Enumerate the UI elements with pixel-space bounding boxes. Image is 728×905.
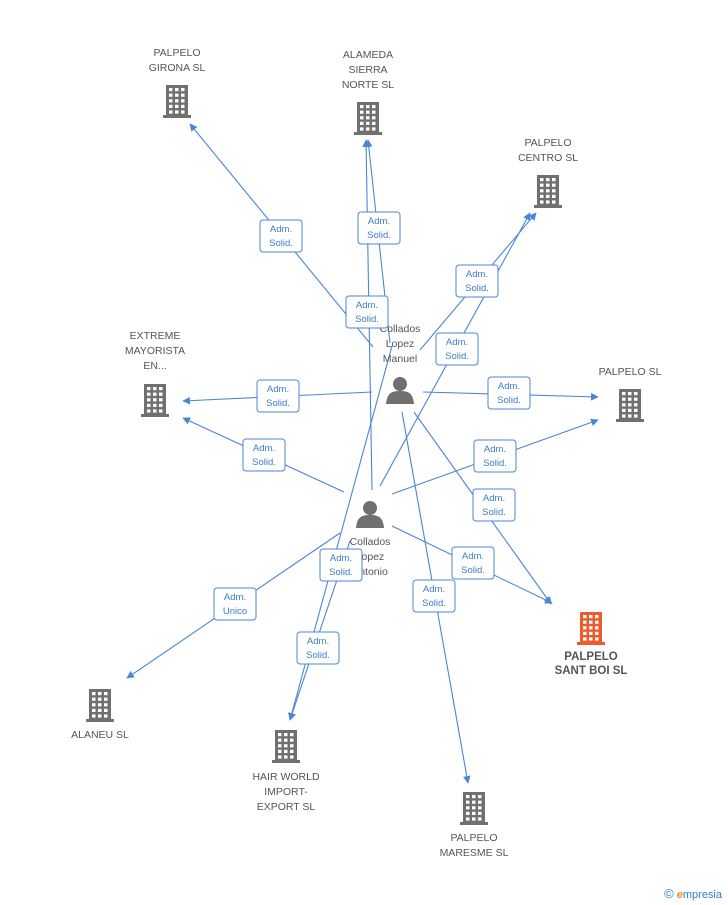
edge-label-text: Adm.	[253, 443, 275, 454]
edge-label-text: Solid.	[329, 567, 353, 578]
building-icon	[86, 689, 114, 722]
edge-label-text: Adm.	[224, 592, 246, 603]
edge-label-manuel-to-maresme[interactable]: Adm. Solid.	[412, 579, 456, 613]
edge-label-manuel-to-palpelo[interactable]: Adm. Solid.	[487, 376, 531, 410]
node-label-line: Manuel	[383, 353, 417, 365]
node-label-line: GIRONA SL	[149, 62, 206, 74]
node-label-line: PALPELO SL	[599, 366, 662, 378]
edge-label-antonio-to-alaneu[interactable]: Adm. Unico	[213, 587, 257, 621]
edge-label-antonio-to-centro[interactable]: Adm. Solid.	[435, 332, 479, 366]
node-label-line: HAIR WORLD	[252, 771, 320, 783]
edge-label-manuel-to-santboi[interactable]: Adm. Solid.	[472, 488, 516, 522]
building-icon	[534, 175, 562, 208]
building-icon	[616, 389, 644, 422]
edge-label-text: Solid.	[266, 398, 290, 409]
node-label-line: PALPELO	[564, 651, 618, 663]
edge-label-manuel-to-hairworld[interactable]: Adm. Solid.	[319, 548, 363, 582]
edge-label-text: Solid.	[355, 314, 379, 325]
edge-label-text: Adm.	[462, 551, 484, 562]
node-label-line: CENTRO SL	[518, 152, 578, 164]
node-palpelo[interactable]: PALPELO SL	[599, 366, 662, 422]
copyright-footer: © empresia	[664, 886, 722, 901]
node-label-line: Collados	[380, 323, 421, 335]
edge-label-text: Adm.	[270, 224, 292, 235]
edge-label-antonio-to-extreme[interactable]: Adm. Solid.	[242, 438, 286, 472]
node-label-line: PALPELO	[524, 137, 571, 149]
node-label-line: IMPORT-	[264, 786, 308, 798]
node-label-line: PALPELO	[450, 832, 497, 844]
edge-label-text: Adm.	[356, 300, 378, 311]
edge-label-text: Adm.	[423, 584, 445, 595]
edge-label-text: Adm.	[330, 553, 352, 564]
edge-label-manuel-to-girona[interactable]: Adm. Solid.	[259, 219, 303, 253]
edge-label-text: Adm.	[307, 636, 329, 647]
edge-label-text: Solid.	[482, 507, 506, 518]
node-centro[interactable]: PALPELO CENTRO SL	[518, 137, 578, 208]
edge-label-antonio-to-santboi[interactable]: Adm. Solid.	[451, 546, 495, 580]
building-icon	[354, 102, 382, 135]
node-maresme[interactable]: PALPELO MARESME SL	[440, 792, 509, 859]
node-label-line: NORTE SL	[342, 79, 394, 91]
edge-label-text: Adm.	[267, 384, 289, 395]
brand-logo-text: mpresia	[682, 889, 722, 901]
node-label-line: Lopez	[356, 551, 385, 563]
edge-label-text: Adm.	[484, 444, 506, 455]
edge-label-antonio-to-alameda[interactable]: Adm. Solid.	[345, 295, 389, 329]
edge-label-manuel-to-alameda[interactable]: Adm. Solid.	[357, 211, 401, 245]
node-label-line: ALANEU SL	[71, 729, 129, 741]
node-label-line: Collados	[350, 536, 391, 548]
nodes-layer: PALPELO GIRONA SL ALAMEDA SIERRA NORTE SL PAL…	[71, 47, 661, 859]
edge-label-text: Solid.	[465, 283, 489, 294]
node-label-line: PALPELO	[153, 47, 200, 59]
building-icon	[460, 792, 488, 825]
building-icon	[272, 730, 300, 763]
node-santboi[interactable]: PALPELO SANT BOI SL	[555, 612, 628, 677]
edge-label-text: Unico	[223, 606, 247, 617]
node-alaneu[interactable]: ALANEU SL	[71, 689, 129, 741]
building-icon	[141, 384, 169, 417]
building-icon	[577, 612, 605, 645]
building-icon	[163, 85, 191, 118]
node-label-line: EN...	[143, 360, 166, 372]
edge-label-text: Solid.	[269, 238, 293, 249]
person-icon	[386, 377, 414, 404]
node-label-line: SANT BOI SL	[555, 665, 628, 677]
edge-label-text: Solid.	[422, 598, 446, 609]
edge-label-text: Solid.	[497, 395, 521, 406]
edge-label-manuel-to-extreme[interactable]: Adm. Solid.	[256, 379, 300, 413]
edge-label-text: Adm.	[368, 216, 390, 227]
edge-label-text: Solid.	[461, 565, 485, 576]
node-label-line: EXTREME	[130, 330, 181, 342]
edge-label-text: Adm.	[498, 381, 520, 392]
node-alameda[interactable]: ALAMEDA SIERRA NORTE SL	[342, 49, 394, 135]
node-extreme[interactable]: EXTREME MAYORISTA EN...	[125, 330, 185, 417]
node-label-line: SIERRA	[348, 64, 387, 76]
edge-label-text: Solid.	[367, 230, 391, 241]
edge-label-text: Solid.	[306, 650, 330, 661]
copyright-icon: ©	[664, 886, 674, 901]
edge-label-text: Solid.	[483, 458, 507, 469]
node-girona[interactable]: PALPELO GIRONA SL	[149, 47, 206, 118]
edge-label-text: Adm.	[466, 269, 488, 280]
node-label-line: MARESME SL	[440, 847, 509, 859]
node-label-line: Lopez	[386, 338, 415, 350]
brand-logo-initial: e	[676, 889, 683, 901]
edge-label-text: Adm.	[446, 337, 468, 348]
edge-label-antonio-to-hairworld[interactable]: Adm. Solid.	[296, 631, 340, 665]
person-icon	[356, 501, 384, 528]
node-label-line: MAYORISTA	[125, 345, 185, 357]
badges-layer: Adm. Solid. Adm. Solid. Adm. Solid. Adm. Solid.…	[213, 211, 531, 665]
node-hairworld[interactable]: HAIR WORLD IMPORT- EXPORT SL	[252, 730, 320, 813]
edge-label-antonio-to-palpelo[interactable]: Adm. Solid.	[473, 439, 517, 473]
node-label-line: ALAMEDA	[343, 49, 393, 61]
edge-label-text: Adm.	[483, 493, 505, 504]
edge-label-text: Solid.	[252, 457, 276, 468]
edge-label-text: Solid.	[445, 351, 469, 362]
node-label-line: EXPORT SL	[257, 801, 316, 813]
edge-label-manuel-to-centro[interactable]: Adm. Solid.	[455, 264, 499, 298]
